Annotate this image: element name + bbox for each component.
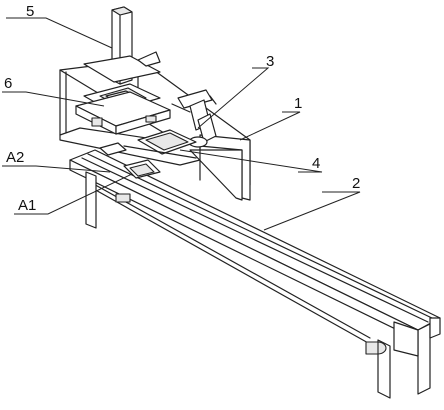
label-1: 1 [294, 95, 302, 112]
workpiece-a2 [99, 142, 127, 156]
label-a2: A2 [6, 149, 24, 166]
label-6: 6 [4, 75, 12, 92]
conveyor-belt [69, 149, 441, 399]
workpiece-a1 [123, 159, 161, 179]
label-4: 4 [312, 155, 320, 172]
label-a1: A1 [18, 197, 36, 214]
label-3: 3 [266, 53, 274, 70]
label-5: 5 [26, 3, 34, 20]
leader-lines [2, 17, 361, 231]
feeding-tray [123, 129, 197, 159]
lifting-column [83, 6, 161, 85]
label-2: 2 [352, 175, 360, 192]
press-unit [75, 83, 171, 135]
